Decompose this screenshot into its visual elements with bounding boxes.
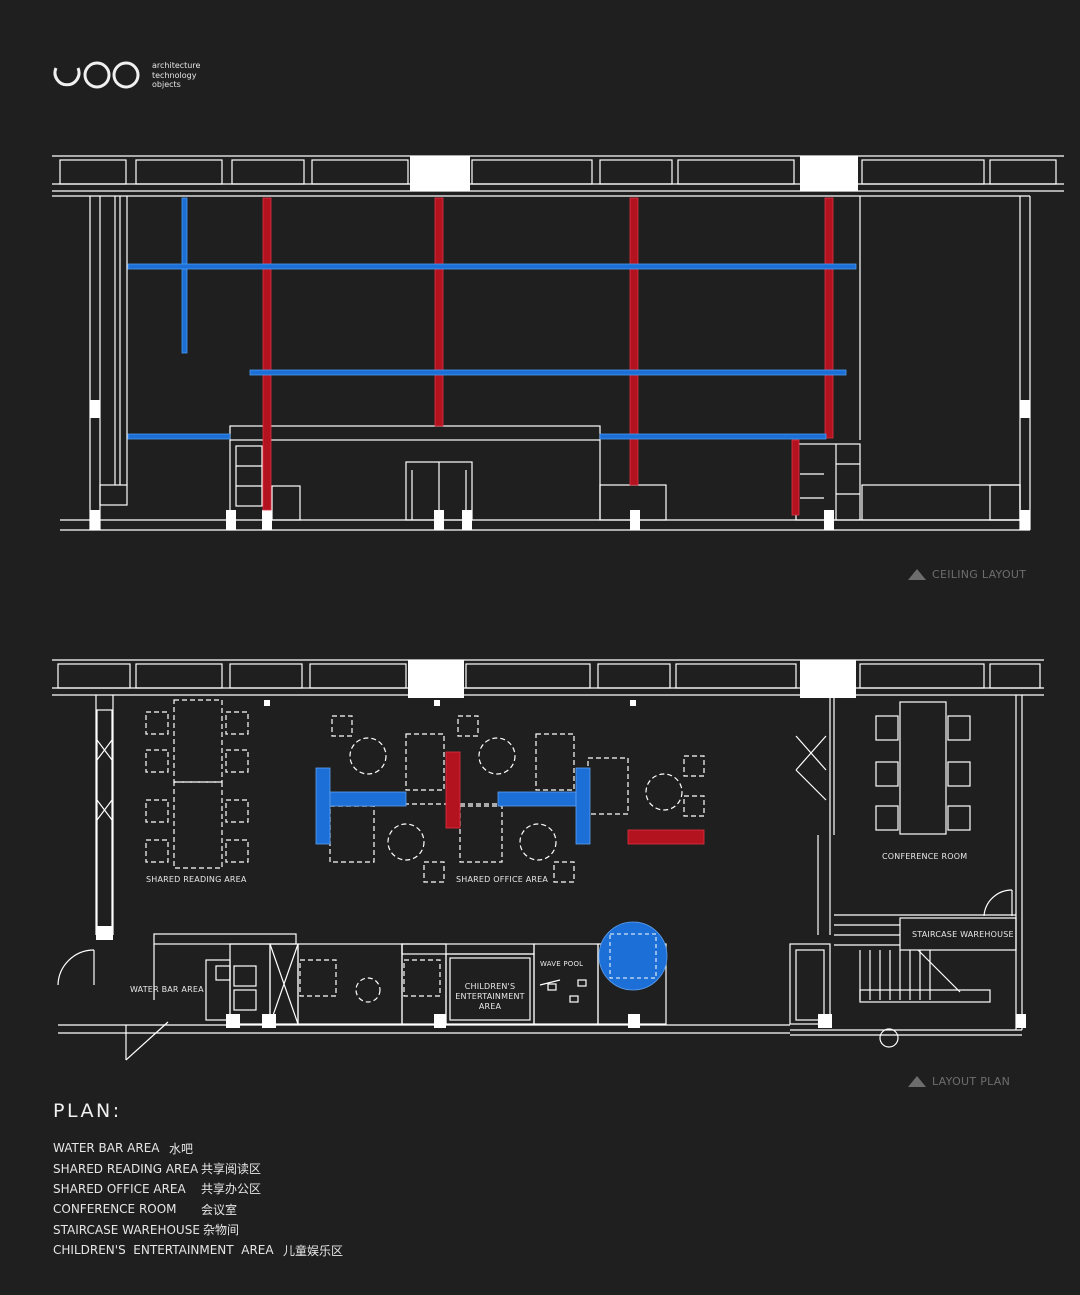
red-beam (824, 197, 834, 439)
legend-zh: 水吧 (169, 1141, 194, 1156)
logo-tagline: architecture technology objects (152, 61, 201, 89)
legend-item: SHARED READING AREA 共享阅读区 (53, 1158, 343, 1178)
legend-en: CONFERENCE ROOM (53, 1202, 177, 1217)
triangle-icon (908, 569, 926, 580)
label-shared-reading: SHARED READING AREA (146, 875, 247, 884)
blue-partition (497, 791, 577, 807)
layout-caption-text: LAYOUT PLAN (932, 1075, 1011, 1088)
layout-plan-caption: LAYOUT PLAN (908, 1075, 1010, 1088)
legend-zh: 儿童娱乐区 (283, 1243, 344, 1258)
legend-zh: 会议室 (201, 1202, 238, 1217)
label-wave-pool: WAVE POOL (540, 960, 584, 968)
legend-zh: 杂物间 (203, 1223, 240, 1238)
legend-en: WATER BAR AREA (53, 1141, 160, 1156)
ceiling-caption-text: CEILING LAYOUT (932, 568, 1027, 581)
blue-duct (249, 369, 847, 376)
blue-duct (127, 433, 231, 440)
triangle-icon (908, 1076, 926, 1087)
label-children-area: CHILDREN'S ENTERTAINMENT AREA (455, 982, 525, 1011)
legend-item: WATER BAR AREA 水吧 (53, 1138, 343, 1158)
blue-duct (599, 433, 827, 440)
legend-en: SHARED READING AREA (53, 1161, 199, 1176)
legend-item: CHILDREN'S ENTERTAINMENT AREA 儿童娱乐区 (53, 1240, 343, 1260)
ceiling-layout-caption: CEILING LAYOUT (908, 568, 1026, 581)
ceiling-layout-drawing (52, 155, 1064, 531)
ooo-logo (53, 61, 140, 89)
red-beam (629, 197, 639, 486)
legend-en: STAIRCASE WAREHOUSE (53, 1222, 200, 1237)
legend-zh: 共享阅读区 (201, 1162, 262, 1177)
red-partition (445, 751, 461, 829)
blue-partition (315, 767, 331, 845)
red-partition (627, 829, 705, 845)
legend-item: SHARED OFFICE AREA 共享办公区 (53, 1179, 343, 1199)
red-beam (434, 197, 444, 427)
label-staircase: STAIRCASE WAREHOUSE (912, 930, 1014, 939)
label-water-bar: WATER BAR AREA (130, 985, 204, 994)
legend-title: PLAN: (53, 1100, 122, 1122)
legend-item: CONFERENCE ROOM 会议室 (53, 1199, 343, 1219)
blue-partition (575, 767, 591, 845)
wave-pool-circle (598, 921, 668, 991)
legend-list: WATER BAR AREA 水吧 SHARED READING AREA 共享… (53, 1138, 343, 1260)
legend-en: SHARED OFFICE AREA (53, 1181, 186, 1196)
red-beam (791, 439, 800, 516)
blue-partition (329, 791, 407, 807)
layout-plan-drawing (52, 659, 1044, 1061)
label-shared-office: SHARED OFFICE AREA (456, 875, 549, 884)
legend-item: STAIRCASE WAREHOUSE 杂物间 (53, 1220, 343, 1240)
legend-en: CHILDREN'S ENTERTAINMENT AREA (53, 1243, 274, 1258)
blue-duct (181, 197, 188, 354)
label-conference: CONFERENCE ROOM (882, 852, 968, 861)
red-beam (262, 197, 272, 511)
legend-zh: 共享办公区 (201, 1182, 262, 1197)
blue-duct (127, 263, 857, 270)
